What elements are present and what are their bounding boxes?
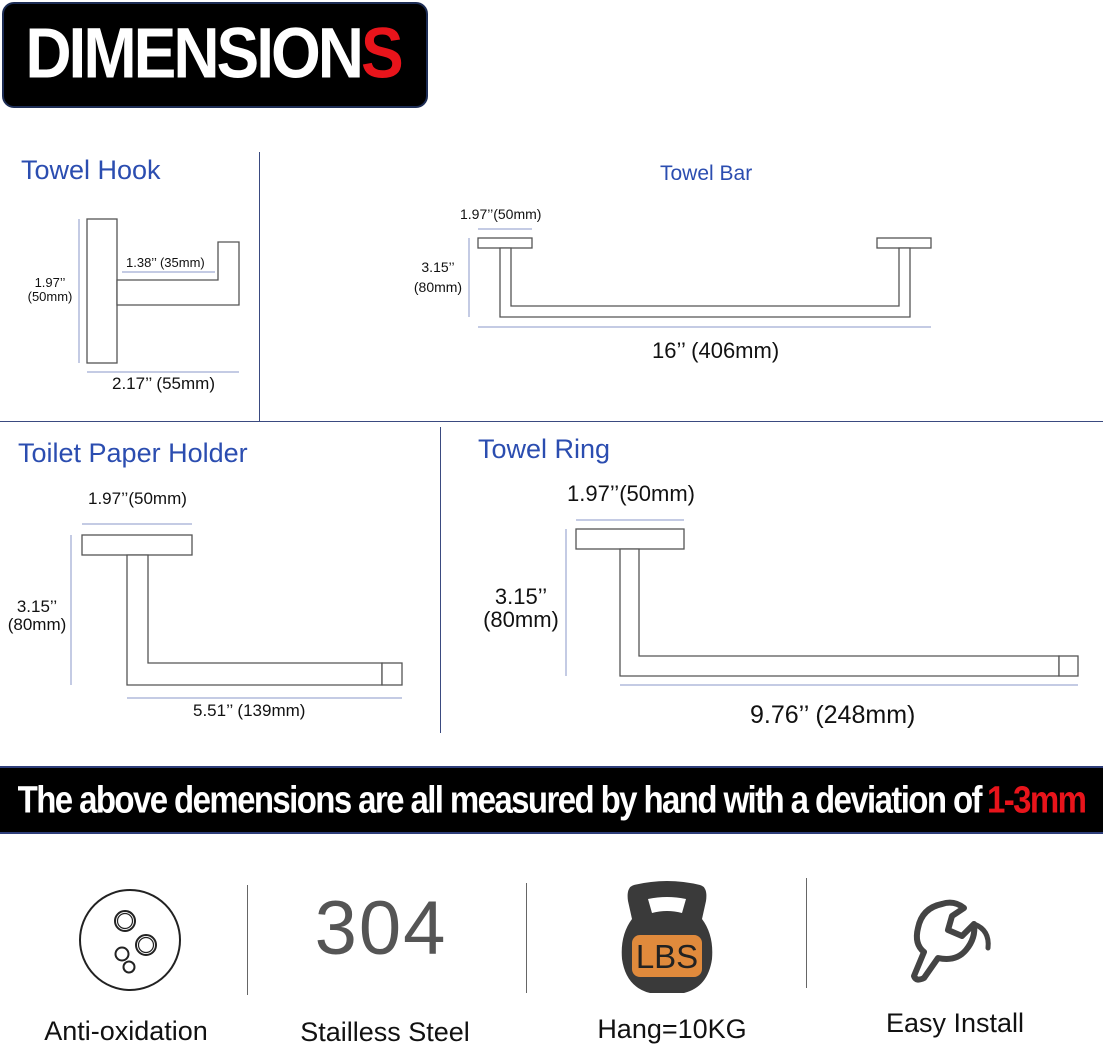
towel-hook-depth-label: 2.17’’ (55mm) <box>112 374 215 393</box>
towel-bar-base-label: 1.97’’(50mm) <box>460 206 542 222</box>
towel-ring-title: Towel Ring <box>478 434 611 464</box>
feature-anti-oxidation-label: Anti-oxidation <box>44 1016 208 1046</box>
notice-text: The above demensions are all measured by… <box>0 761 1103 839</box>
divider-vertical-top <box>259 152 260 422</box>
towel-bar-height-in: 3.15’’ <box>421 259 455 275</box>
tph-base-label: 1.97’’(50mm) <box>88 489 187 508</box>
ring-height-in: 3.15’’ <box>494 584 548 609</box>
feature-hang-label: Hang=10KG <box>597 1014 747 1044</box>
hook-arm <box>116 241 240 306</box>
feature-easy-install-label: Easy Install <box>885 1008 1025 1038</box>
bar-right-mount <box>876 237 932 249</box>
towel-bar-height-label: 3.15’’ (80mm) <box>410 260 466 294</box>
bar-left-mount <box>477 237 533 249</box>
kettlebell-badge <box>632 935 702 977</box>
kettlebell-icon: LBS <box>621 881 713 993</box>
towel-hook-height-label: 1.97’’ (50mm) <box>22 276 78 303</box>
bar-rod <box>499 247 911 318</box>
tph-end-cap <box>381 662 403 686</box>
ring-end-cap <box>1058 655 1079 677</box>
tph-height-label: 3.15’’ (80mm) <box>2 598 72 634</box>
towel-ring-drawing <box>565 519 1079 686</box>
tph-length-label: 5.51’’ (139mm) <box>193 701 306 720</box>
feature-steel-label: Stailless Steel <box>300 1017 470 1047</box>
steel-304-mark: 304 <box>314 886 448 971</box>
tph-arm <box>126 554 383 686</box>
ring-arm <box>619 548 1060 677</box>
towel-bar-title: Towel Bar <box>660 162 753 185</box>
ring-length-label: 9.76’’ (248mm) <box>750 701 916 729</box>
feature-divider-3 <box>806 878 807 988</box>
feature-divider-1 <box>247 885 248 995</box>
ring-height-label: 3.15’’ (80mm) <box>478 585 564 631</box>
towel-hook-height-mm: (50mm) <box>27 288 73 304</box>
towel-hook-title: Towel Hook <box>21 155 161 185</box>
towel-bar-drawing <box>468 228 932 328</box>
feature-divider-2 <box>526 883 527 993</box>
wrench-icon <box>911 899 991 983</box>
ring-base-label: 1.97’’(50mm) <box>567 481 695 506</box>
towel-hook-height-in: 1.97’’ <box>34 275 66 290</box>
tph-height-mm: (80mm) <box>7 614 67 634</box>
bubbles-icon <box>79 889 181 991</box>
ring-height-mm: (80mm) <box>483 607 559 633</box>
towel-hook-drawing <box>78 218 240 373</box>
divider-vertical-bottom <box>440 427 441 733</box>
hook-base-plate <box>86 218 118 364</box>
ring-mount <box>575 528 685 550</box>
notice-highlight: 1-3mm <box>986 778 1087 821</box>
header-banner <box>2 2 428 108</box>
title-last-letter: S <box>361 12 404 94</box>
notice-main: The above demensions are all measured by… <box>17 778 983 821</box>
toilet-paper-holder-drawing <box>70 523 403 699</box>
divider-horizontal <box>0 421 1103 422</box>
toilet-paper-holder-title: Toilet Paper Holder <box>18 438 248 468</box>
towel-hook-arm-label: 1.38’’ (35mm) <box>126 255 205 270</box>
towel-bar-length-label: 16’’ (406mm) <box>652 338 780 363</box>
towel-bar-height-mm: (80mm) <box>413 278 463 295</box>
tph-height-in: 3.15’’ <box>16 597 58 616</box>
tph-mount <box>81 534 193 556</box>
title-main: DIMENSION <box>25 12 364 94</box>
kettlebell-lbs-text: LBS <box>636 938 698 975</box>
notice-banner <box>0 766 1103 834</box>
